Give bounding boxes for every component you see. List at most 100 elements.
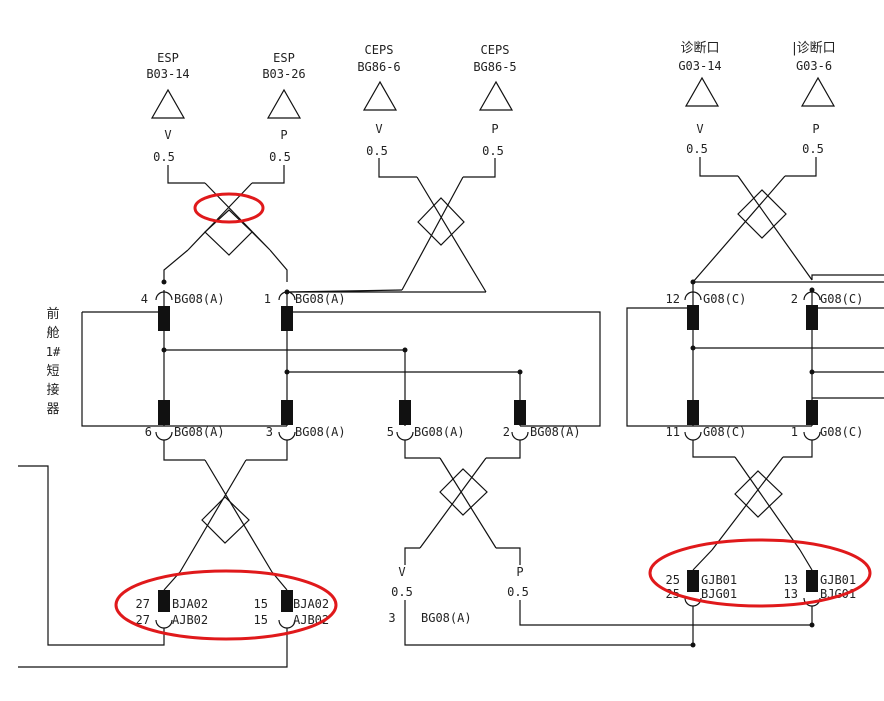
bottom-v-wire-size: 0.5 bbox=[391, 585, 413, 599]
highlight-ellipse-bja02 bbox=[114, 569, 338, 641]
bottom-conn: BG08(A) bbox=[421, 611, 472, 625]
esp-v-pin: B03-14 bbox=[146, 67, 189, 81]
bg08-4-num: 4 bbox=[141, 292, 148, 306]
junction-dot bbox=[161, 279, 167, 285]
ceps-p-pin: BG86-5 bbox=[473, 60, 516, 74]
lower-right-twist bbox=[711, 456, 801, 551]
bg08-6-conn: BG08(A) bbox=[174, 425, 225, 439]
esp-p-pin: B03-26 bbox=[262, 67, 305, 81]
diag-p-pin: G03-6 bbox=[796, 59, 832, 73]
bja-27-num: 27 bbox=[136, 597, 150, 611]
connector-arc bbox=[684, 431, 702, 441]
bg08-6-num: 6 bbox=[145, 425, 152, 439]
diag-v-pin: G03-14 bbox=[678, 59, 721, 73]
highlight-ellipse-gjb01 bbox=[648, 538, 872, 608]
diag-twist bbox=[692, 175, 813, 283]
connector-arc bbox=[278, 291, 296, 301]
diag-twist-diamond bbox=[737, 189, 787, 239]
junction-title-char: 接 bbox=[46, 382, 59, 398]
bg08-3-num: 3 bbox=[266, 425, 273, 439]
lower-right-v bbox=[692, 440, 735, 458]
junction-title-char: 前 bbox=[46, 306, 59, 322]
ajb-27-conn: AJB02 bbox=[172, 613, 208, 627]
lower-right-to-pins bbox=[692, 549, 813, 571]
pin-g08-2 bbox=[806, 305, 818, 330]
pin-bg08-4 bbox=[158, 306, 170, 331]
ceps-v-pin: BG86-6 bbox=[357, 60, 400, 74]
junction-title-char: 1# bbox=[46, 345, 61, 359]
bjg-13-num: 13 bbox=[784, 587, 798, 601]
ceps-p-wire-size: 0.5 bbox=[482, 144, 504, 158]
diag-v-terminal-icon bbox=[684, 76, 720, 107]
diag-p-terminal-icon bbox=[800, 76, 836, 107]
g08-2-conn: G08(C) bbox=[820, 292, 863, 306]
gjb-13-num: 13 bbox=[784, 573, 798, 587]
diag-v-signal: V bbox=[696, 122, 703, 136]
lower-right-diamond bbox=[734, 470, 783, 518]
pin-g08-11 bbox=[687, 400, 699, 425]
esp-v-terminal-icon bbox=[150, 88, 186, 119]
esp-v-wire bbox=[167, 165, 205, 184]
pin-bg08-6 bbox=[158, 400, 170, 425]
g08-12-num: 12 bbox=[666, 292, 680, 306]
esp-v-name: ESP bbox=[157, 51, 179, 65]
junction-dot bbox=[517, 369, 523, 375]
ceps-v-wire-size: 0.5 bbox=[366, 144, 388, 158]
junction-dot bbox=[809, 287, 815, 293]
bg08-4-conn: BG08(A) bbox=[174, 292, 225, 306]
bottom-v-signal: V bbox=[398, 565, 405, 579]
junction-title-char: 舱 bbox=[46, 326, 59, 341]
connector-arc bbox=[803, 291, 821, 301]
connector-arc bbox=[278, 431, 296, 441]
esp-p-wire bbox=[252, 165, 285, 184]
lower-mid-ends bbox=[404, 547, 521, 565]
esp-twist-lower bbox=[163, 249, 288, 282]
bottom-p-signal: P bbox=[516, 565, 523, 579]
connector-arc bbox=[278, 619, 296, 629]
diag-v-wire-size: 0.5 bbox=[686, 142, 708, 156]
pin-bg08-5 bbox=[399, 400, 411, 425]
lower-mid-twist bbox=[419, 457, 497, 549]
esp-v-wire-size: 0.5 bbox=[153, 150, 175, 164]
junction-dot bbox=[809, 369, 815, 375]
junction-dot bbox=[690, 345, 696, 351]
junction-dot bbox=[690, 279, 696, 285]
lower-mid-p bbox=[486, 440, 521, 459]
pin-bg08-2 bbox=[514, 400, 526, 425]
junction-dot bbox=[284, 369, 290, 375]
ceps-p-terminal-icon bbox=[478, 80, 514, 111]
junction-dot bbox=[809, 622, 815, 628]
junction-dot bbox=[161, 347, 167, 353]
lower-left-diamond bbox=[201, 496, 250, 544]
ceps-twist bbox=[401, 176, 487, 293]
gjb-13-conn: GJB01 bbox=[820, 573, 856, 587]
pin-gjb01-25 bbox=[687, 570, 699, 592]
bg08-5-conn: BG08(A) bbox=[414, 425, 465, 439]
diag-right-exit bbox=[811, 274, 884, 280]
lower-right-p bbox=[783, 440, 813, 458]
bja-15-num: 15 bbox=[254, 597, 268, 611]
lower-left-twist bbox=[179, 459, 273, 573]
ceps-v-wire bbox=[378, 158, 417, 178]
bottom-p-wire-size: 0.5 bbox=[507, 585, 529, 599]
left-outer-wire-2 bbox=[18, 628, 288, 668]
ceps-p-name: CEPS bbox=[481, 43, 510, 57]
ceps-v-terminal-icon bbox=[362, 80, 398, 111]
junction-box-outline-left bbox=[81, 311, 164, 427]
pin-bja02-15 bbox=[281, 590, 293, 612]
left-outer-wire-1 bbox=[18, 465, 165, 646]
bg08-1-num: 1 bbox=[264, 292, 271, 306]
ceps-twist-diamond bbox=[417, 197, 465, 246]
junction-dot bbox=[690, 642, 696, 648]
esp-twist-diamond bbox=[204, 209, 253, 256]
ceps-to-pin1 bbox=[286, 289, 486, 293]
esp-v-signal: V bbox=[164, 128, 171, 142]
ceps-p-signal: P bbox=[491, 122, 498, 136]
junction-title: 前 舱 1# 短 接 器 bbox=[46, 306, 61, 417]
g08-1-num: 1 bbox=[791, 425, 798, 439]
pin-g08-1 bbox=[806, 400, 818, 425]
diag-p-wire-size: 0.5 bbox=[802, 142, 824, 156]
esp-p-wire-size: 0.5 bbox=[269, 150, 291, 164]
lower-mid-diamond bbox=[439, 468, 488, 516]
diag-v-name: 诊断口 bbox=[680, 41, 719, 56]
